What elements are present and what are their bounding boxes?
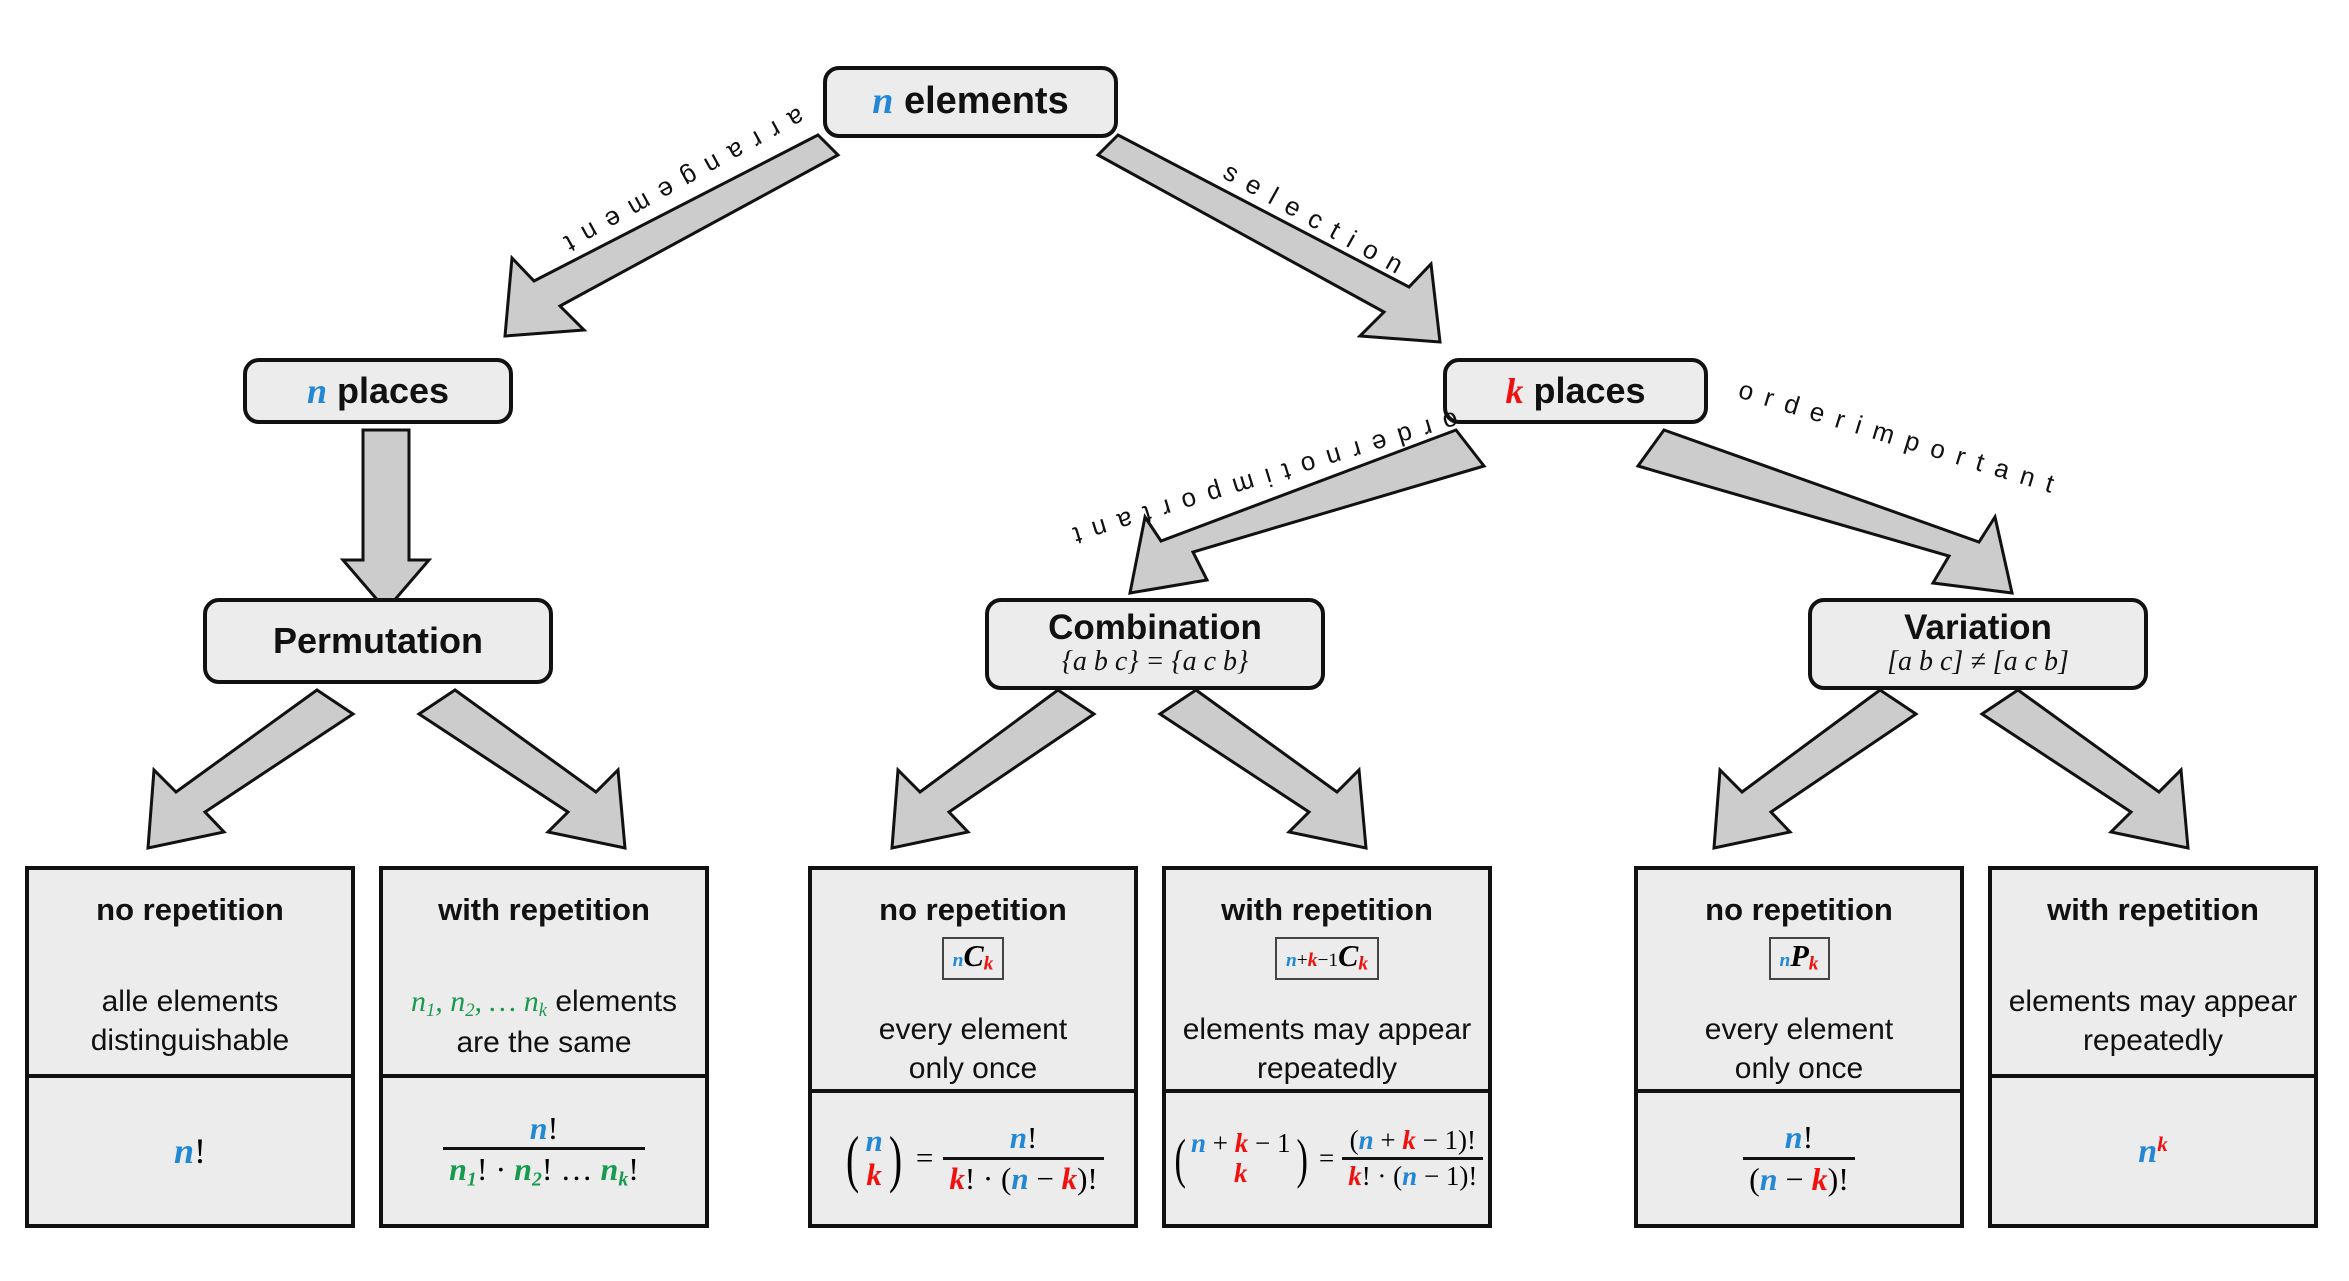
node-combination-subtitle: {a b c} = {a c b}	[1061, 646, 1249, 678]
group-sizes: n1, n2, … nk	[410, 984, 547, 1021]
arrow-root-to-n-places	[503, 133, 841, 338]
card-variation-no-repetition[interactable]: no repetition nPk every element only onc…	[1634, 866, 1964, 1228]
binomial-coefficient: ( n + k − 1 k )	[1174, 1127, 1308, 1189]
arrow-permutation-to-card-2	[416, 688, 627, 850]
card-formula: nk	[1992, 1074, 2314, 1224]
card-header: with repetition	[438, 892, 650, 927]
node-n-places-label: n places	[306, 369, 450, 411]
variable-n: n	[173, 1131, 195, 1171]
node-variation-title: Variation	[1904, 607, 2052, 647]
variable-n: n	[2138, 1132, 2158, 1170]
node-k-places-label: k places	[1505, 369, 1646, 411]
card-top: with repetition n+k−1Ck elements may app…	[1166, 870, 1488, 1089]
card-description: elements may appear repeatedly	[2008, 984, 2298, 1058]
card-description: elements may appear repeatedly	[1182, 1012, 1472, 1086]
arrow-n-places-to-permutation	[339, 428, 433, 613]
node-n-elements[interactable]: n elements	[823, 66, 1118, 138]
node-n-elements-label: n elements	[872, 80, 1069, 123]
variable-k: k	[2157, 1131, 2168, 1156]
card-top: with repetition elements may appear repe…	[1992, 870, 2314, 1074]
node-combination-title: Combination	[1048, 607, 1262, 647]
card-header: with repetition	[2047, 892, 2259, 927]
card-description: alle elements distinguishable	[90, 984, 290, 1058]
card-formula: n! n1! · n2! … nk!	[383, 1074, 705, 1224]
arrow-variation-to-card-6	[1979, 688, 2190, 850]
card-header: no repetition	[1705, 892, 1893, 927]
card-combination-no-repetition[interactable]: no repetition nCk every element only onc…	[808, 866, 1138, 1228]
variable-n: n	[306, 370, 327, 411]
arrow-combination-to-card-4	[1157, 688, 1368, 850]
arrow-variation-to-card-5	[1712, 688, 1919, 850]
arrow-k-places-to-combination	[1128, 428, 1487, 595]
arrow-combination-to-card-3	[890, 688, 1097, 850]
node-variation-subtitle: [a b c] ≠ [a c b]	[1887, 646, 2069, 678]
card-notation: n+k−1Ck	[1274, 936, 1380, 980]
card-permutation-no-repetition[interactable]: no repetition alle elements distinguisha…	[25, 866, 355, 1228]
card-notation: nPk	[1768, 936, 1830, 980]
card-variation-with-repetition[interactable]: with repetition elements may appear repe…	[1988, 866, 2318, 1228]
node-variation[interactable]: Variation [a b c] ≠ [a c b]	[1808, 598, 2148, 690]
card-header: no repetition	[96, 892, 284, 927]
card-description: every element only once	[878, 1012, 1068, 1086]
card-formula: n!	[29, 1074, 351, 1224]
card-top: no repetition nCk every element only onc…	[812, 870, 1134, 1089]
node-permutation-title: Permutation	[272, 620, 484, 662]
card-combination-with-repetition[interactable]: with repetition n+k−1Ck elements may app…	[1162, 866, 1492, 1228]
arrow-k-places-to-variation	[1635, 428, 2014, 595]
card-header: with repetition	[1221, 892, 1433, 927]
variable-k: k	[1505, 370, 1524, 411]
card-notation: nCk	[941, 936, 1005, 980]
arrow-root-to-k-places	[1095, 133, 1442, 344]
variable-n: n	[872, 80, 894, 123]
node-n-places[interactable]: n places	[243, 358, 513, 424]
node-combination[interactable]: Combination {a b c} = {a c b}	[985, 598, 1325, 690]
card-header: no repetition	[879, 892, 1067, 927]
card-top: no repetition alle elements distinguisha…	[29, 870, 351, 1074]
card-formula: n! (n − k)!	[1638, 1088, 1960, 1224]
card-formula: ( n + k − 1 k ) = (n + k − 1)! k! · (n −…	[1166, 1088, 1488, 1224]
card-top: no repetition nPk every element only onc…	[1638, 870, 1960, 1089]
node-permutation[interactable]: Permutation	[203, 598, 553, 684]
node-k-places[interactable]: k places	[1443, 358, 1708, 424]
card-description: every element only once	[1704, 1012, 1894, 1086]
arrow-permutation-to-card-1	[146, 688, 356, 850]
